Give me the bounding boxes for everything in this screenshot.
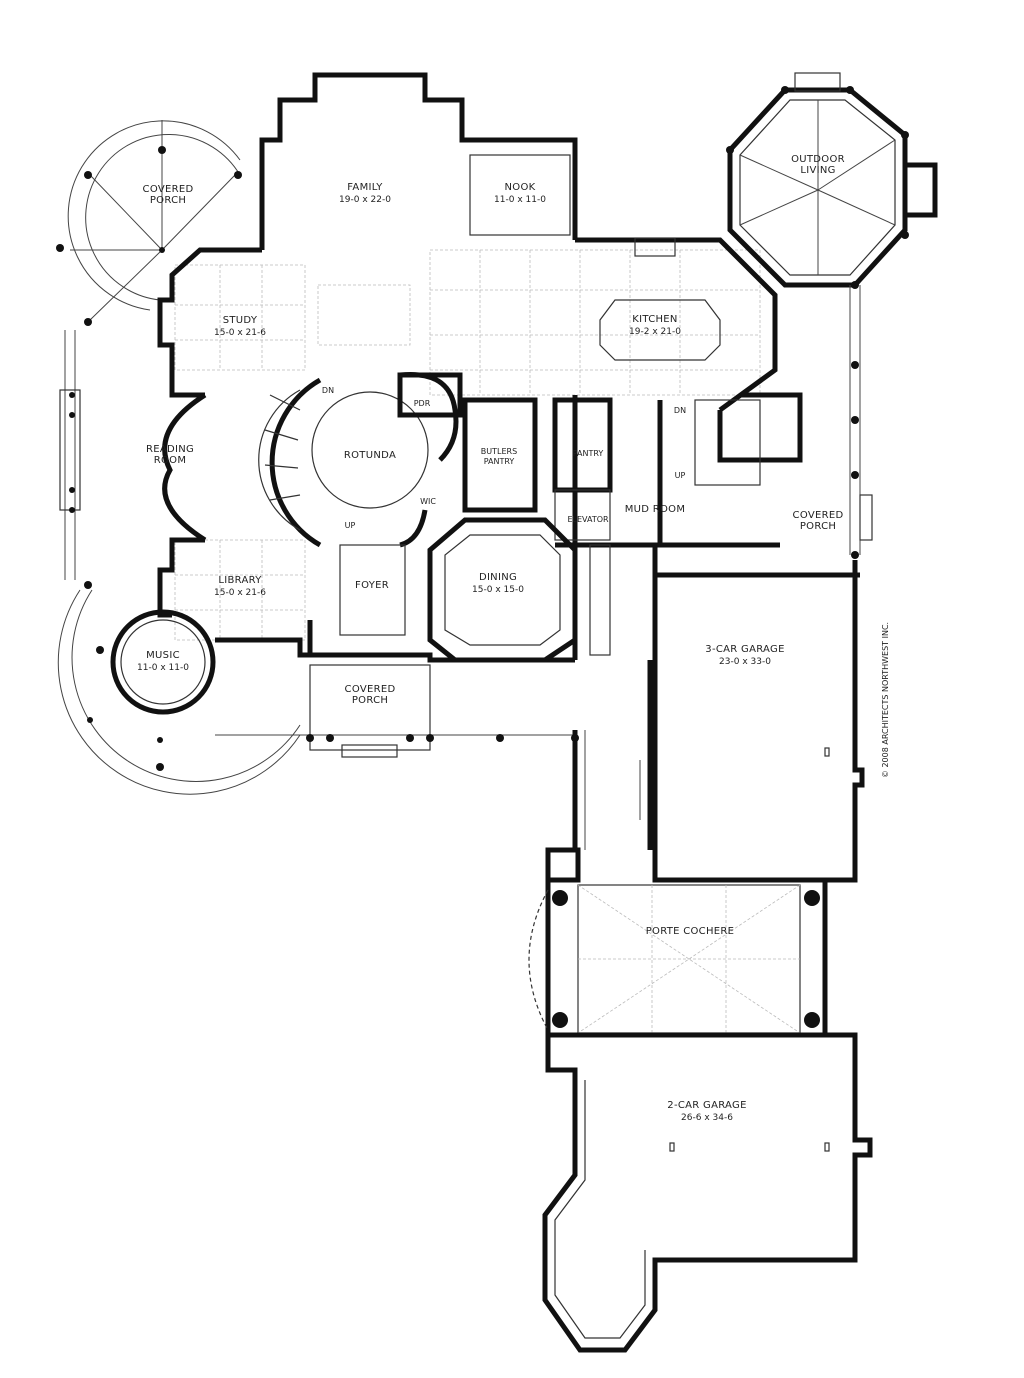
garage3-dim: 23-0 x 33-0 [719, 657, 771, 667]
copyright-text: © 2008 ARCHITECTS NORTHWEST INC. [881, 622, 890, 778]
kitchen-island [599, 237, 721, 361]
elevator-label: ELEVATOR [567, 515, 609, 524]
mud-room-label: MUD ROOM [625, 504, 686, 515]
west-veranda [59, 330, 92, 589]
library-label: LIBRARY [218, 575, 262, 586]
rotunda-label: ROTUNDA [344, 450, 396, 461]
south-porch [215, 664, 579, 758]
music-label: MUSIC [146, 650, 180, 661]
garage2-label: 2-CAR GARAGE [667, 1100, 746, 1111]
dining-dim: 15-0 x 15-0 [472, 585, 524, 595]
porte-cochere-label: PORTE COCHERE [646, 926, 735, 937]
music-room-shape [110, 609, 216, 715]
garage2-shape [542, 1032, 873, 1353]
library-dim: 15-0 x 21-6 [214, 588, 266, 598]
music-porch [57, 589, 301, 795]
pantry-label: PANTRY [573, 449, 604, 458]
foyer-label: FOYER [355, 580, 389, 591]
outdoor-living-shape [726, 72, 938, 289]
family-dim: 19-0 x 22-0 [339, 195, 391, 205]
study-dim: 15-0 x 21-6 [214, 328, 266, 338]
dining-label: DINING [479, 572, 517, 583]
garage2-dim: 26-6 x 34-6 [681, 1113, 733, 1123]
tile-grid [174, 249, 761, 641]
wic-label: WIC [420, 497, 436, 506]
stair-dn-rotunda: DN [322, 386, 334, 395]
stair-up-mud: UP [675, 471, 686, 480]
kitchen-label: KITCHEN [632, 314, 677, 325]
pdr-label: PDR [414, 399, 431, 408]
east-porch [849, 285, 873, 559]
garage3-label: 3-CAR GARAGE [705, 644, 784, 655]
porte-cochere-shape [528, 880, 828, 1035]
stair-dn-mud: DN [674, 406, 686, 415]
study-label: STUDY [223, 315, 258, 326]
family-label: FAMILY [347, 182, 383, 193]
kitchen-dim: 19-2 x 21-0 [629, 327, 681, 337]
garage3-shape [652, 560, 865, 883]
interior-walls [339, 154, 761, 663]
stair-up-rotunda: UP [345, 521, 356, 530]
covered-porch-nw-shape [56, 120, 242, 326]
nook-dim: 11-0 x 11-0 [494, 195, 546, 205]
music-dim: 11-0 x 11-0 [137, 663, 189, 673]
breezeway [545, 660, 653, 883]
nook-label: NOOK [505, 182, 536, 193]
